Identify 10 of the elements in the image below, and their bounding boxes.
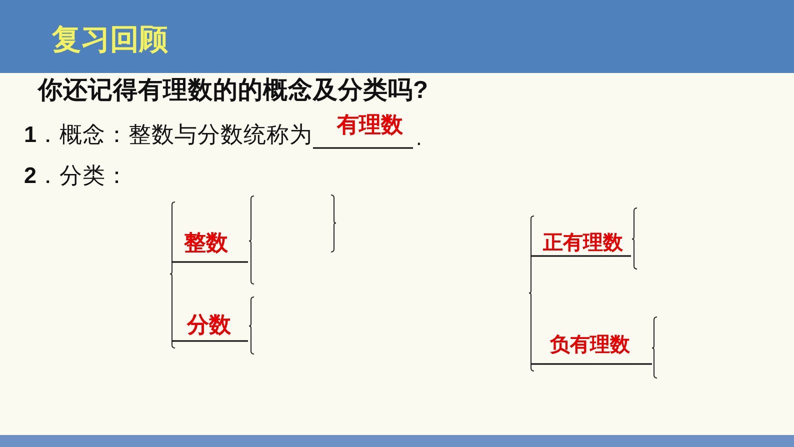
answer-text: 有理数	[337, 114, 403, 136]
period-mark: .	[416, 128, 422, 149]
slide-title: 复习回顾	[52, 26, 168, 55]
body-text: 1．概念：整数与分数统称为	[24, 124, 313, 146]
answer-text: 负有理数	[550, 335, 630, 355]
answer-text: 正有理数	[543, 233, 623, 253]
body-text: 2．分类：	[24, 165, 129, 188]
answer-text: 分数	[187, 314, 231, 336]
answer-text: 整数	[184, 232, 228, 254]
question-text: 你还记得有理数的的概念及分类吗?	[38, 79, 428, 104]
